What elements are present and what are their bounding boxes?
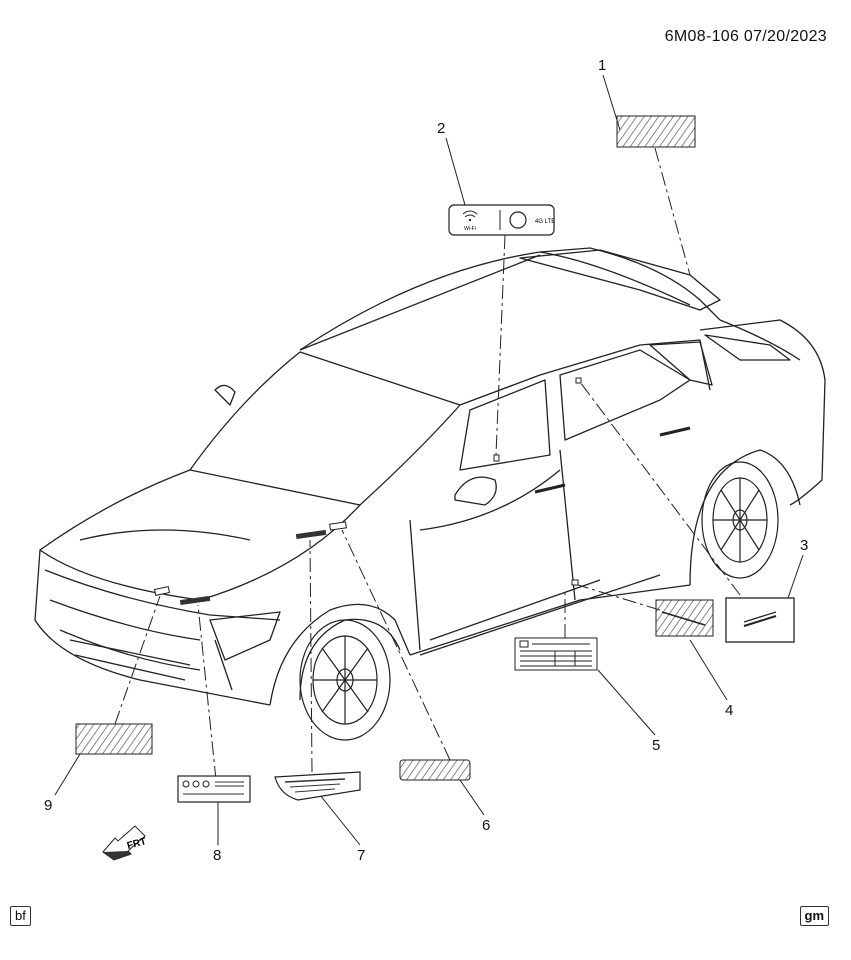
label-5-tire-placard [514,637,598,671]
label-7-caution [274,771,361,801]
callout-5: 5 [652,737,660,754]
vehicle-outline [34,247,826,706]
label-3 [725,597,795,643]
callout-7: 7 [357,847,365,864]
label-9-hatched [75,723,153,755]
callout-1: 1 [598,57,606,74]
callout-6: 6 [482,817,490,834]
front-wheel [299,619,391,741]
label-locations [153,377,582,596]
label-4-hatched [655,599,714,637]
footer-tag-bf: bf [10,906,31,926]
callout-2: 2 [437,120,445,137]
callout-4: 4 [725,702,733,719]
label-8-warning [177,775,251,803]
callout-3: 3 [800,537,808,554]
label-6-hatched [399,759,471,781]
diagram-code: 6M08-106 07/20/2023 [664,28,827,45]
small-decals [179,529,327,606]
frt-text: FRT [126,836,148,852]
label-1-hatched [616,115,696,148]
wifi-text: Wi-Fi [464,226,476,232]
front-direction-arrow: FRT [102,825,148,861]
callout-9: 9 [44,797,52,814]
leader-lines [54,74,804,846]
callout-8: 8 [213,847,221,864]
rear-wheel [701,461,779,579]
onstar-lte-text: 4G LTE [535,219,555,225]
label-2-wifi-onstar: Wi-Fi 4G LTE [448,204,555,236]
gm-logo: gm [799,906,829,926]
